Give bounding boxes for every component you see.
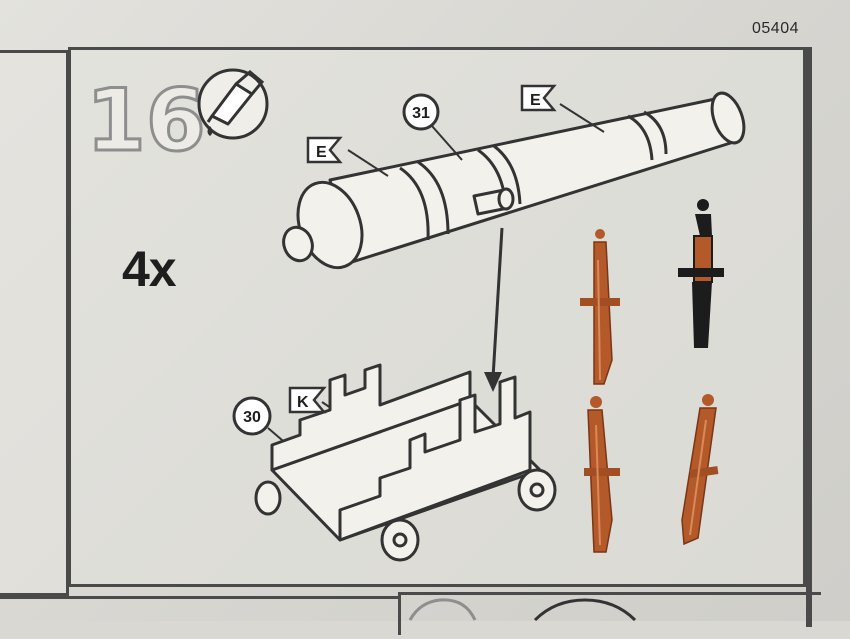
- step-number: 16: [86, 71, 206, 171]
- part-callout-31: 31: [402, 93, 440, 131]
- part-callout-30: 30: [232, 396, 272, 436]
- glue-tube-icon: [197, 68, 269, 140]
- next-step-number-partial: [408, 598, 637, 621]
- kit-code: 05404: [752, 20, 799, 37]
- assembly-illustration: 16: [85, 68, 746, 621]
- assembly-arrow: [484, 227, 504, 392]
- model-cannon-4: [681, 394, 719, 546]
- sprue-flag-e-left: E: [306, 136, 343, 164]
- model-cannon-1: [580, 229, 620, 385]
- quantity-multiplier: 4x: [122, 241, 177, 297]
- svg-text:E: E: [316, 144, 327, 161]
- svg-text:31: 31: [412, 105, 430, 122]
- sprue-flag-e-right: E: [520, 84, 557, 112]
- svg-text:K: K: [297, 394, 309, 411]
- next-step-panel-left: [0, 596, 398, 639]
- model-cannon-3: [584, 396, 620, 553]
- sprue-flag-k: K: [288, 386, 327, 414]
- next-step-panel-right: [398, 592, 821, 635]
- previous-step-panel: [0, 50, 69, 596]
- svg-text:E: E: [530, 92, 541, 109]
- gun-carriage-drawing: [254, 363, 557, 562]
- cannon-barrel-drawing: [282, 91, 746, 270]
- svg-text:30: 30: [243, 409, 261, 426]
- panel-edge: [806, 47, 812, 627]
- model-cannon-2-painted: [678, 199, 724, 348]
